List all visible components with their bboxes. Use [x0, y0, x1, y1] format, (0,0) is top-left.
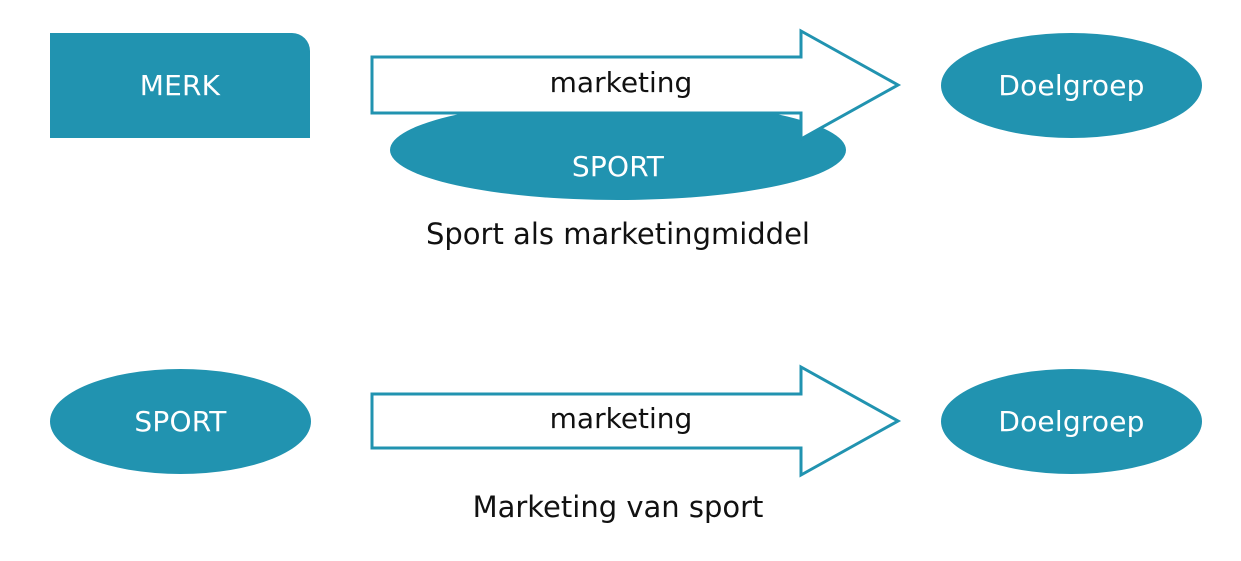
marketing-label-bottom: marketing — [549, 402, 693, 435]
merk-node: MERK — [50, 33, 310, 138]
sport-source-node: SPORT — [50, 369, 311, 474]
doelgroep-node-bottom: Doelgroep — [941, 369, 1202, 474]
doelgroep-label-top: Doelgroep — [998, 69, 1145, 102]
marketing-arrow-top: marketing — [370, 28, 902, 142]
marketing-arrow-bottom: marketing — [370, 364, 902, 478]
merk-label: MERK — [139, 69, 221, 102]
sport-source-label: SPORT — [134, 405, 227, 438]
doelgroep-label-bottom: Doelgroep — [998, 405, 1145, 438]
sport-carrier-label: SPORT — [571, 149, 665, 183]
sport-carrier-node: SPORT — [390, 100, 846, 200]
caption-top: Sport als marketingmiddel — [425, 217, 810, 251]
arrow-shape-top — [370, 28, 902, 142]
doelgroep-node-top: Doelgroep — [941, 33, 1202, 138]
marketing-label-top: marketing — [549, 66, 693, 99]
arrow-shape-bottom — [370, 364, 902, 478]
caption-bottom: Marketing van sport — [472, 490, 764, 524]
